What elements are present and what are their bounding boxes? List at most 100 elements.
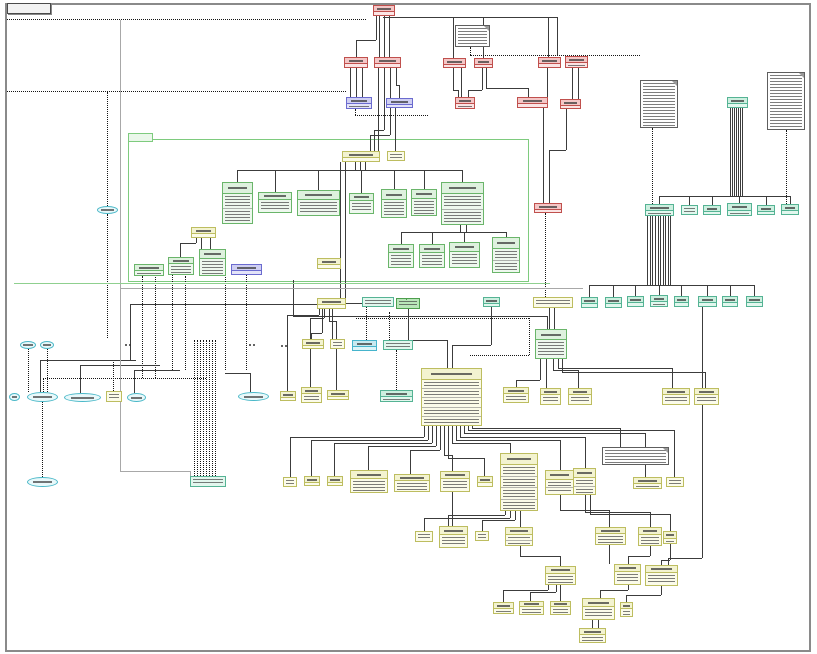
teal-node[interactable]	[698, 296, 717, 307]
yellow-node[interactable]	[505, 527, 533, 546]
ellipse-node[interactable]	[27, 477, 58, 487]
ellipse-node[interactable]	[20, 341, 36, 349]
teal-node[interactable]	[722, 296, 738, 307]
teal-node[interactable]	[605, 297, 622, 308]
note-node[interactable]	[455, 25, 490, 47]
teal-node[interactable]	[757, 205, 775, 215]
red-node[interactable]	[455, 97, 475, 109]
red-node[interactable]	[538, 57, 561, 68]
yellow-node[interactable]	[342, 151, 380, 162]
ellipse-node[interactable]	[9, 393, 20, 401]
yellow-node[interactable]	[280, 391, 296, 401]
teal-node[interactable]	[703, 205, 721, 215]
yellow-node[interactable]	[540, 388, 561, 405]
yellow-node[interactable]	[666, 477, 684, 487]
green-node[interactable]	[419, 244, 445, 268]
teal-node[interactable]	[190, 476, 226, 487]
yellow-node[interactable]	[545, 566, 576, 585]
yellow-node[interactable]	[579, 628, 606, 643]
red-node[interactable]	[534, 203, 562, 213]
yellow-node[interactable]	[317, 298, 346, 309]
yellow-node[interactable]	[317, 258, 341, 269]
yellow-node[interactable]	[330, 339, 345, 349]
red-node[interactable]	[474, 58, 493, 68]
yellow-node[interactable]	[620, 602, 633, 617]
teal-node[interactable]	[727, 203, 752, 216]
yellow-node[interactable]	[633, 477, 662, 489]
yellow-node[interactable]	[106, 391, 122, 402]
teal-node[interactable]	[781, 204, 799, 215]
blue-node[interactable]	[231, 264, 262, 275]
note-node[interactable]	[767, 72, 805, 130]
green-node[interactable]	[381, 189, 407, 218]
red-node[interactable]	[560, 99, 581, 109]
red-node[interactable]	[374, 57, 401, 68]
green-node[interactable]	[492, 237, 520, 273]
note-node[interactable]	[602, 447, 669, 465]
ellipse-node[interactable]	[238, 392, 269, 401]
yellow-node[interactable]	[387, 151, 405, 161]
teal-node[interactable]	[627, 296, 644, 307]
green-node[interactable]	[535, 329, 567, 359]
yellow-node[interactable]	[415, 531, 433, 542]
yellow-node[interactable]	[327, 476, 343, 486]
green-node[interactable]	[168, 257, 194, 275]
yellow-node[interactable]	[350, 470, 388, 493]
teal-node[interactable]	[362, 297, 394, 307]
yellow-node[interactable]	[283, 477, 297, 487]
yellow-node[interactable]	[475, 531, 489, 541]
yellow-node[interactable]	[533, 297, 573, 308]
yellow-node[interactable]	[595, 527, 626, 545]
yellow-node[interactable]	[519, 601, 544, 615]
green-node[interactable]	[349, 193, 374, 214]
yellow-node[interactable]	[304, 476, 320, 486]
red-node[interactable]	[344, 57, 368, 68]
yellow-node[interactable]	[645, 565, 678, 586]
green-node[interactable]	[258, 192, 292, 213]
teal-node[interactable]	[681, 205, 698, 215]
yellow-node[interactable]	[394, 474, 430, 492]
yellow-node[interactable]	[503, 387, 529, 403]
yellow-node[interactable]	[302, 339, 324, 349]
yellow-node[interactable]	[500, 453, 538, 511]
teal-node[interactable]	[650, 295, 668, 307]
teal-node[interactable]	[383, 340, 413, 350]
ellipse-node[interactable]	[127, 393, 146, 402]
teal-node[interactable]	[380, 390, 413, 402]
yellow-node[interactable]	[550, 601, 571, 615]
ellipse-node[interactable]	[40, 341, 54, 349]
red-node[interactable]	[373, 5, 395, 16]
yellow-node[interactable]	[301, 387, 322, 403]
yellow-node[interactable]	[327, 390, 349, 400]
green-node[interactable]	[449, 242, 480, 268]
yellow-node[interactable]	[191, 227, 216, 238]
green-node[interactable]	[199, 249, 226, 276]
yellow-node[interactable]	[439, 526, 468, 548]
yellow-node[interactable]	[421, 368, 482, 426]
yellow-node[interactable]	[694, 388, 719, 405]
red-node[interactable]	[517, 97, 548, 108]
ellipse-node[interactable]	[97, 206, 118, 214]
red-node[interactable]	[443, 58, 466, 68]
yellow-node[interactable]	[638, 527, 662, 546]
yellow-node[interactable]	[440, 471, 470, 492]
cyan-node[interactable]	[352, 340, 377, 351]
green-node[interactable]	[441, 182, 484, 225]
teal-node[interactable]	[581, 297, 598, 308]
teal-node[interactable]	[645, 204, 674, 216]
green-node[interactable]	[411, 189, 437, 216]
yellow-node[interactable]	[573, 468, 596, 495]
yellow-node[interactable]	[614, 564, 641, 585]
teal-node[interactable]	[674, 296, 689, 307]
yellow-node[interactable]	[477, 476, 493, 487]
yellow-node[interactable]	[663, 531, 677, 544]
blue-node[interactable]	[386, 98, 413, 108]
red-node[interactable]	[565, 56, 588, 68]
teal-node[interactable]	[727, 97, 748, 108]
blue-node[interactable]	[346, 97, 372, 109]
ellipse-node[interactable]	[64, 393, 101, 402]
yellow-node[interactable]	[582, 598, 615, 620]
yellow-node[interactable]	[662, 388, 690, 405]
yellow-node[interactable]	[545, 470, 574, 495]
green-node[interactable]	[134, 264, 164, 276]
